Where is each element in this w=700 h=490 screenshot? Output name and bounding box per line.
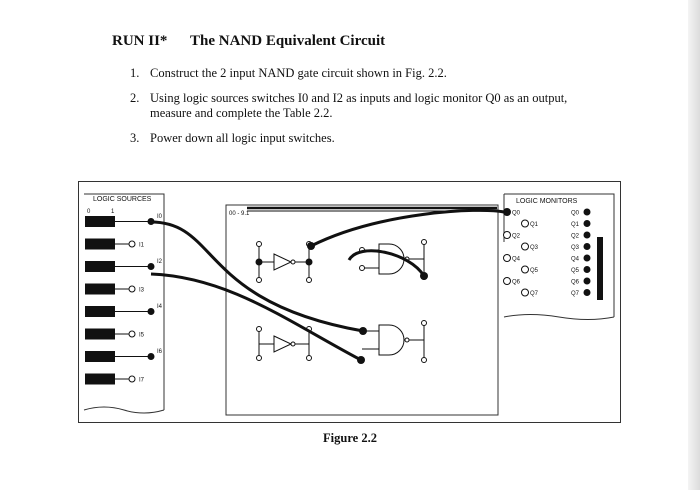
monitor-q6: Q6 xyxy=(503,277,521,286)
instruction-list: 1. Construct the 2 input NAND gate circu… xyxy=(130,66,610,156)
monitor-q1: Q1 xyxy=(521,219,539,228)
monitor-led-q2: Q2 xyxy=(571,231,591,240)
monitor-q3: Q3 xyxy=(521,242,539,251)
svg-text:Q2: Q2 xyxy=(512,234,521,240)
monitor-q0: Q0 xyxy=(503,208,521,217)
page-edge-shadow xyxy=(688,0,700,490)
step-number: 2. xyxy=(130,91,140,105)
switch-i6[interactable]: I6 xyxy=(85,349,163,362)
switch-i5[interactable]: I5 xyxy=(85,328,145,340)
monitor-led-q4: Q4 xyxy=(571,254,591,263)
svg-text:Q5: Q5 xyxy=(530,268,539,274)
logic-sources-label: LOGIC SOURCES xyxy=(93,196,152,203)
logic-sources-panel-wave xyxy=(83,406,165,414)
switch-pos-0-label: 0 xyxy=(87,209,91,215)
svg-text:Q0: Q0 xyxy=(512,211,521,217)
breadboard-outline xyxy=(225,204,499,416)
buffer-gate-bottom xyxy=(256,326,312,361)
input-label: I1 xyxy=(139,243,145,249)
input-label: I4 xyxy=(157,304,163,310)
monitor-power-bar xyxy=(597,237,603,300)
instruction-step-1: 1. Construct the 2 input NAND gate circu… xyxy=(130,66,610,81)
wire-i0-to-nand-bottom xyxy=(150,220,364,333)
input-label: I7 xyxy=(139,378,145,384)
monitor-led-q6: Q6 xyxy=(571,277,591,286)
monitor-led-q0: Q0 xyxy=(571,208,591,217)
monitor-led-q1: Q1 xyxy=(571,220,591,228)
logic-monitors-label: LOGIC MONITORS xyxy=(516,198,578,205)
input-label: I0 xyxy=(157,214,163,220)
buffer-gate-top xyxy=(255,241,313,283)
svg-text:Q5: Q5 xyxy=(571,268,580,274)
logic-sources-panel-border xyxy=(84,193,165,410)
step-number: 3. xyxy=(130,131,140,145)
logic-monitors-panel-border xyxy=(504,193,615,317)
monitor-q7: Q7 xyxy=(521,288,539,297)
wire-out-to-q0 xyxy=(310,208,505,248)
step-text: Using logic sources switches I0 and I2 a… xyxy=(150,91,568,120)
svg-text:Q7: Q7 xyxy=(571,291,580,297)
input-label: I3 xyxy=(139,288,145,294)
page-title: The NAND Equivalent Circuit xyxy=(190,33,386,49)
logic-monitors-panel-wave xyxy=(503,314,615,320)
switch-i2[interactable]: I2 xyxy=(85,259,163,272)
instruction-step-2: 2. Using logic sources switches I0 and I… xyxy=(130,91,610,121)
svg-text:Q7: Q7 xyxy=(530,291,539,297)
switch-i7[interactable]: I7 xyxy=(85,373,145,385)
svg-text:Q3: Q3 xyxy=(530,245,539,251)
svg-text:Q6: Q6 xyxy=(512,280,521,286)
wire-i2-to-nand-bottom xyxy=(150,272,362,362)
figure-caption: Figure 2.2 xyxy=(323,431,377,445)
switch-pos-1-label: 1 xyxy=(111,209,115,215)
input-label: I6 xyxy=(157,349,163,355)
switch-i3[interactable]: I3 xyxy=(85,283,145,295)
nand-gate-top xyxy=(359,239,427,280)
switch-i0[interactable]: I0 xyxy=(85,214,163,227)
instruction-step-3: 3. Power down all logic input switches. xyxy=(130,131,610,146)
step-text: Construct the 2 input NAND gate circuit … xyxy=(150,66,447,80)
input-label: I5 xyxy=(139,333,145,339)
switch-i4[interactable]: I4 xyxy=(85,304,163,317)
svg-text:Q1: Q1 xyxy=(530,222,539,228)
monitor-led-q5: Q5 xyxy=(571,266,591,274)
run-label: RUN II* xyxy=(112,33,168,49)
breadboard-label: 00 - 9.1 xyxy=(229,211,250,217)
svg-text:Q6: Q6 xyxy=(571,280,580,286)
monitor-q5: Q5 xyxy=(521,265,539,274)
monitor-led-q3: Q3 xyxy=(571,243,591,251)
svg-text:Q4: Q4 xyxy=(512,257,521,263)
nand-gate-bottom xyxy=(362,320,427,363)
svg-text:Q3: Q3 xyxy=(571,245,580,251)
input-label: I2 xyxy=(157,259,163,265)
monitor-q2: Q2 xyxy=(503,231,521,240)
svg-text:Q1: Q1 xyxy=(571,222,580,228)
step-number: 1. xyxy=(130,66,140,80)
wire-feedback xyxy=(347,249,426,277)
svg-text:Q4: Q4 xyxy=(571,257,580,263)
monitor-q4: Q4 xyxy=(503,254,521,263)
step-text: Power down all logic input switches. xyxy=(150,131,335,145)
svg-text:Q0: Q0 xyxy=(571,211,580,217)
svg-text:Q2: Q2 xyxy=(571,234,580,240)
switch-i1[interactable]: I1 xyxy=(85,238,145,250)
monitor-led-q7: Q7 xyxy=(571,289,591,297)
